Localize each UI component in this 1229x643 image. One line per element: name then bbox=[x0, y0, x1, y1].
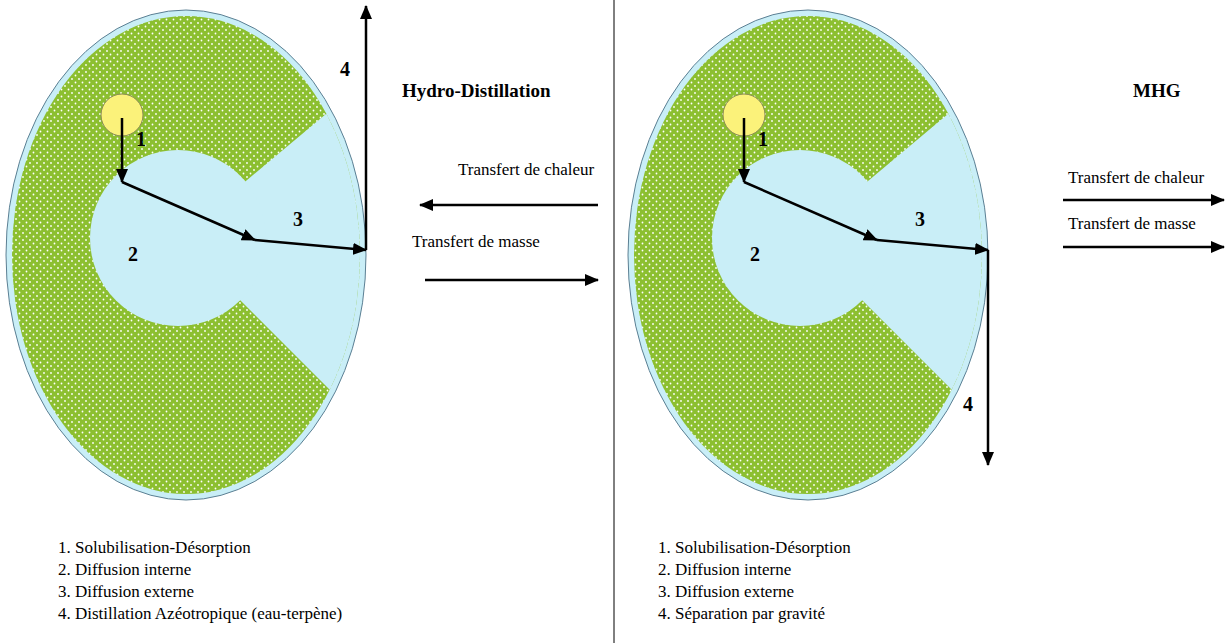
step-arrow bbox=[743, 118, 746, 182]
callout-number: 2 bbox=[128, 243, 138, 266]
legend-item: 1. Solubilisation-Désorption bbox=[58, 538, 251, 558]
transfer-arrow bbox=[425, 279, 598, 282]
transfer-label: Transfert de masse bbox=[412, 232, 540, 252]
step-arrow bbox=[987, 250, 990, 465]
callout-number: 3 bbox=[915, 208, 925, 231]
callout-number: 1 bbox=[136, 128, 146, 151]
inner-cavity bbox=[712, 150, 888, 326]
callout-number: 1 bbox=[758, 128, 768, 151]
panel-divider bbox=[614, 0, 615, 643]
callout-number: 4 bbox=[963, 393, 973, 416]
callout-number: 4 bbox=[340, 58, 350, 81]
panel-heading: MHG bbox=[1133, 80, 1181, 102]
callout-number: 2 bbox=[750, 243, 760, 266]
panel-heading: Hydro-Distillation bbox=[402, 80, 551, 102]
transfer-label: Transfert de chaleur bbox=[1068, 168, 1204, 188]
transfer-arrow bbox=[1063, 199, 1224, 202]
transfer-arrow bbox=[420, 204, 598, 207]
step-arrow bbox=[365, 6, 368, 250]
legend-item: 4. Distillation Azéotropique (eau-terpèn… bbox=[58, 604, 342, 624]
callout-number: 3 bbox=[293, 208, 303, 231]
step-arrow bbox=[744, 182, 877, 240]
legend-item: 2. Diffusion interne bbox=[58, 560, 191, 580]
legend-item: 4. Séparation par gravité bbox=[658, 604, 825, 624]
step-arrow bbox=[255, 240, 366, 250]
step-arrow bbox=[877, 240, 988, 250]
transfer-arrow bbox=[1063, 246, 1224, 249]
legend-item: 1. Solubilisation-Désorption bbox=[658, 538, 851, 558]
transfer-label: Transfert de masse bbox=[1068, 214, 1196, 234]
transfer-label: Transfert de chaleur bbox=[458, 160, 594, 180]
plant-cell bbox=[628, 0, 1140, 578]
legend-item: 3. Diffusion externe bbox=[658, 582, 794, 602]
step-arrow bbox=[121, 118, 124, 182]
legend-item: 3. Diffusion externe bbox=[58, 582, 194, 602]
step-arrow bbox=[122, 182, 255, 240]
legend-item: 2. Diffusion interne bbox=[658, 560, 791, 580]
inner-cavity bbox=[90, 150, 266, 326]
